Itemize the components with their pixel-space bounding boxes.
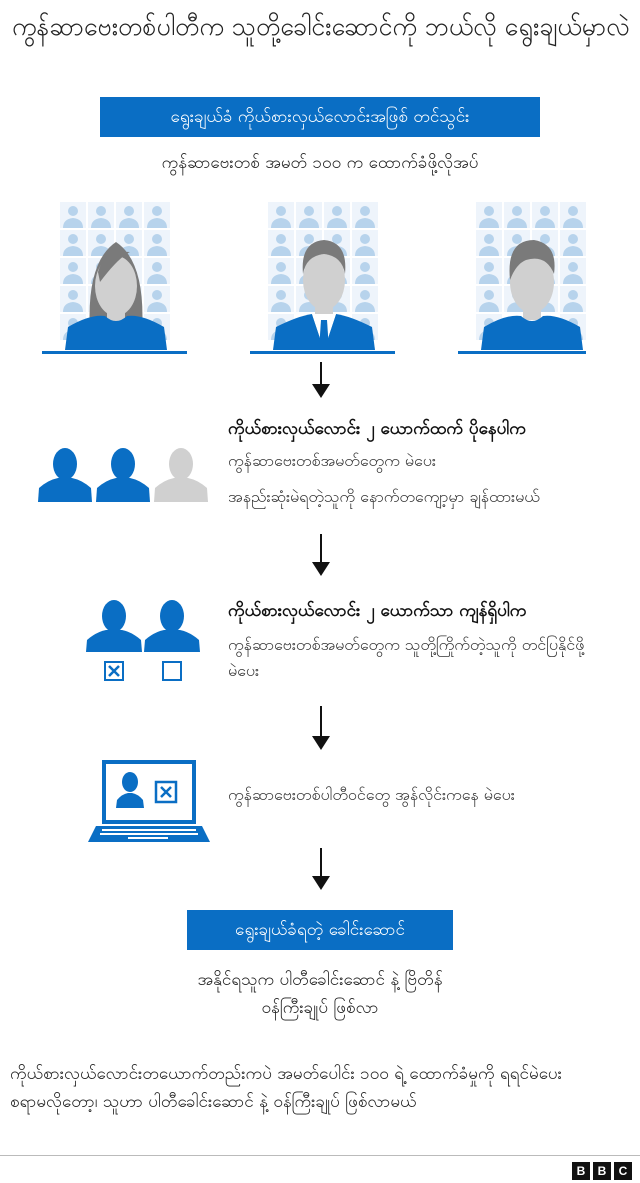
bbc-logo-letter: B bbox=[572, 1162, 590, 1180]
candidate-man-icon bbox=[458, 202, 586, 354]
step-1-line-1: ကွန်ဆာဗေးတစ်အမတ်တွေက မဲပေး bbox=[228, 451, 436, 470]
candidate-woman-icon bbox=[42, 202, 187, 354]
bbc-logo: B B C bbox=[572, 1162, 632, 1180]
nomination-requirement-text: ကွန်ဆာဗေးတစ် အမတ် ၁၀၀ က ထောက်ခံဖို့လိုအပ… bbox=[161, 153, 479, 173]
candidates-illustration bbox=[42, 198, 586, 354]
bbc-logo-letter: C bbox=[614, 1162, 632, 1180]
step-1-heading: ကိုယ်စားလှယ်လောင်း ၂ ယောက်ထက် ပိုနေပါက bbox=[228, 419, 526, 439]
two-candidates-ballot-icon bbox=[86, 600, 200, 681]
three-candidates-icon bbox=[38, 448, 208, 502]
footer-divider bbox=[0, 1155, 640, 1156]
step-1-line-2: အနည်းဆုံးမဲရတဲ့သူကို နောက်တကျော့မှာ ချန်… bbox=[228, 487, 540, 506]
step-2-line-1: ကွန်ဆာဗေးတစ်အမတ်တွေက သူတို့ကြိုက်တဲ့သူကိ… bbox=[228, 635, 585, 680]
result-text: အနိုင်ရသူက ပါတီခေါင်းဆောင် နဲ့ ဗြိတိန် ဝ… bbox=[197, 970, 443, 1018]
down-arrow-icon bbox=[312, 534, 330, 576]
down-arrow-icon bbox=[312, 848, 330, 890]
bbc-logo-letter: B bbox=[593, 1162, 611, 1180]
down-arrow-icon bbox=[312, 706, 330, 750]
footnote: ကိုယ်စားလှယ်လောင်းတယောက်တည်းကပဲ အမတ်ပေါင… bbox=[10, 1064, 562, 1112]
step-3-line-1: ကွန်ဆာဗေးတစ်ပါတီဝင်တွေ အွန်လိုင်းကနေ မဲပ… bbox=[228, 785, 515, 804]
candidate-man-suit-icon bbox=[250, 202, 395, 354]
down-arrow-icon bbox=[312, 362, 330, 398]
nomination-banner: ရွေးချယ်ခံ ကိုယ်စားလှယ်လောင်းအဖြစ် တင်သွ… bbox=[100, 97, 540, 137]
result-banner: ရွေးချယ်ခံရတဲ့ ခေါင်းဆောင် bbox=[187, 910, 453, 950]
laptop-voting-icon bbox=[88, 760, 210, 842]
step-2-heading: ကိုယ်စားလှယ်လောင်း ၂ ယောက်သာ ကျန်ရှိပါက bbox=[228, 601, 527, 621]
page-title: ကွန်ဆာဗေးတစ်ပါတီက သူတို့ခေါင်းဆောင်ကို ဘ… bbox=[12, 12, 630, 41]
